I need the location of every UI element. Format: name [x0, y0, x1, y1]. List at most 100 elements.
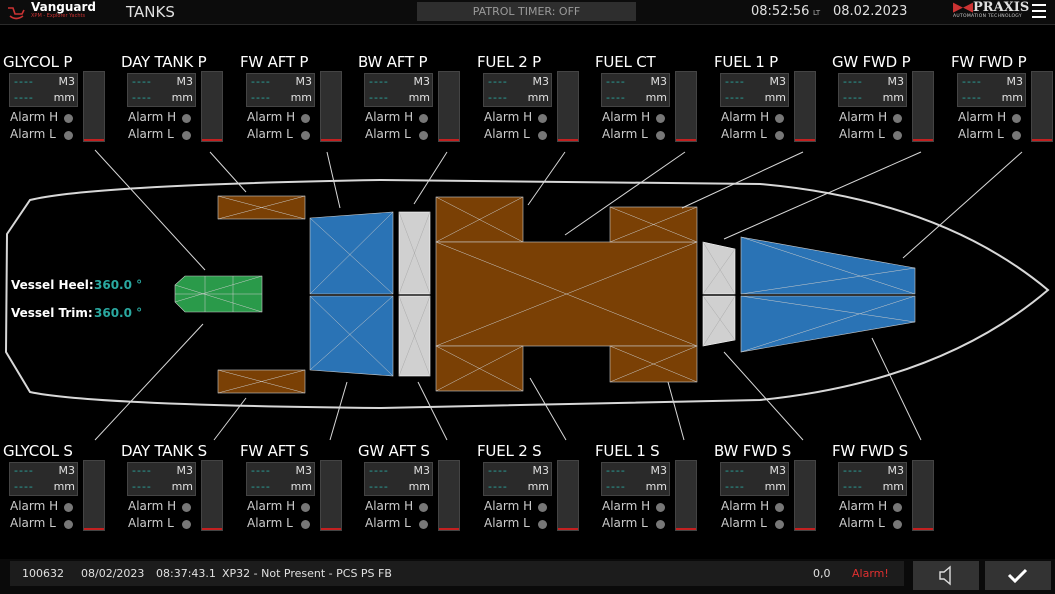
tank-fuel-ct[interactable] [435, 241, 698, 347]
alarm-low-indicator-icon [64, 520, 73, 529]
alarm-high-indicator-icon [301, 114, 310, 123]
tank-name: DAY TANK P [121, 53, 207, 71]
tank-readout: ----M3----mm [838, 73, 907, 107]
level-bar [912, 460, 934, 531]
alarm-log-entry[interactable]: 100632 08/02/2023 08:37:43.1 XP32 - Not … [10, 561, 904, 586]
tank-name: FW FWD P [951, 53, 1027, 71]
tank-name: FW AFT P [240, 53, 309, 71]
level-unit: mm [764, 91, 786, 104]
level-unit: mm [408, 91, 430, 104]
tank-fw-aft-p[interactable] [309, 211, 394, 295]
volume-value: ---- [488, 75, 508, 88]
mute-button[interactable] [913, 561, 979, 590]
alarm-message: XP32 - Not Present - PCS PS FB [222, 567, 392, 580]
menu-icon[interactable] [1032, 4, 1046, 20]
tank-glycol[interactable] [174, 275, 263, 313]
level-unit: mm [527, 480, 549, 493]
volume-value: ---- [488, 464, 508, 477]
top-bar: Vanguard XPM - Explorer Yachts TANKS PAT… [0, 0, 1055, 25]
tank-gw-aft-s[interactable] [398, 295, 431, 377]
volume-value: ---- [132, 75, 152, 88]
alarm-high-label: Alarm H [721, 499, 770, 513]
alarm-low-label: Alarm L [128, 516, 174, 530]
tank-readout: ----M3----mm [246, 462, 315, 496]
alarm-low-label: Alarm L [247, 516, 293, 530]
tank-fuel-1-s[interactable] [609, 345, 698, 383]
tank-gw-fwd-p[interactable] [702, 241, 736, 295]
leader-lines [94, 149, 1023, 441]
level-unit: mm [171, 480, 193, 493]
alarm-high-label: Alarm H [602, 110, 651, 124]
alarm-high-label: Alarm H [958, 110, 1007, 124]
tank-fw-fwd-p[interactable] [740, 236, 916, 295]
level-value: ---- [132, 480, 152, 493]
level-value: ---- [725, 480, 745, 493]
tank-fw-fwd-s[interactable] [740, 295, 916, 353]
tank-bw-fwd-s[interactable] [702, 295, 736, 347]
level-value: ---- [962, 91, 982, 104]
vanguard-logo: Vanguard XPM - Explorer Yachts [5, 1, 96, 23]
alarm-time: 08:37:43.1 [156, 567, 216, 580]
alarm-low-label: Alarm L [365, 127, 411, 141]
volume-unit: M3 [650, 464, 668, 477]
volume-value: ---- [843, 464, 863, 477]
tank-name: FUEL 1 S [595, 442, 660, 460]
tank-readout: ----M3----mm [720, 462, 789, 496]
tank-day-tank-s[interactable] [217, 369, 306, 394]
volume-unit: M3 [532, 464, 550, 477]
alarm-high-label: Alarm H [365, 110, 414, 124]
alarm-high-indicator-icon [301, 503, 310, 512]
alarm-high-indicator-icon [538, 114, 547, 123]
acknowledge-button[interactable] [985, 561, 1051, 590]
tank-fuel-2-p[interactable] [435, 196, 524, 243]
alarm-high-indicator-icon [419, 503, 428, 512]
level-bar [201, 460, 223, 531]
volume-unit: M3 [176, 464, 194, 477]
tank-fuel-2-s[interactable] [435, 345, 524, 392]
timezone-label: LT [813, 9, 821, 17]
tank-day-tank-p[interactable] [217, 195, 306, 220]
tank-fw-aft-s[interactable] [309, 295, 394, 377]
alarm-high-label: Alarm H [721, 110, 770, 124]
level-bar [438, 460, 460, 531]
tank-bw-aft-p[interactable] [398, 211, 431, 295]
patrol-timer-button[interactable]: PATROL TIMER: OFF [417, 2, 636, 21]
alarm-value: 0,0 [813, 567, 831, 580]
level-value: ---- [14, 480, 34, 493]
tank-readout: ----M3----mm [246, 73, 315, 107]
level-value: ---- [843, 480, 863, 493]
alarm-low-indicator-icon [419, 131, 428, 140]
level-value: ---- [251, 91, 271, 104]
speaker-icon [939, 565, 951, 586]
vessel-heel-value: 360.0 ° [94, 278, 143, 292]
level-unit: mm [764, 480, 786, 493]
brand-name: Vanguard [31, 0, 97, 14]
alarm-low-indicator-icon [775, 131, 784, 140]
level-bar [83, 460, 105, 531]
volume-value: ---- [606, 464, 626, 477]
tank-fuel-1-p[interactable] [609, 206, 698, 243]
tank-readout: ----M3----mm [9, 73, 78, 107]
brand-sub: XPM - Explorer Yachts [31, 13, 86, 19]
vessel-heel-label: Vessel Heel: [11, 278, 94, 292]
level-bar [675, 71, 697, 142]
alarm-high-label: Alarm H [247, 110, 296, 124]
alarm-high-label: Alarm H [128, 499, 177, 513]
